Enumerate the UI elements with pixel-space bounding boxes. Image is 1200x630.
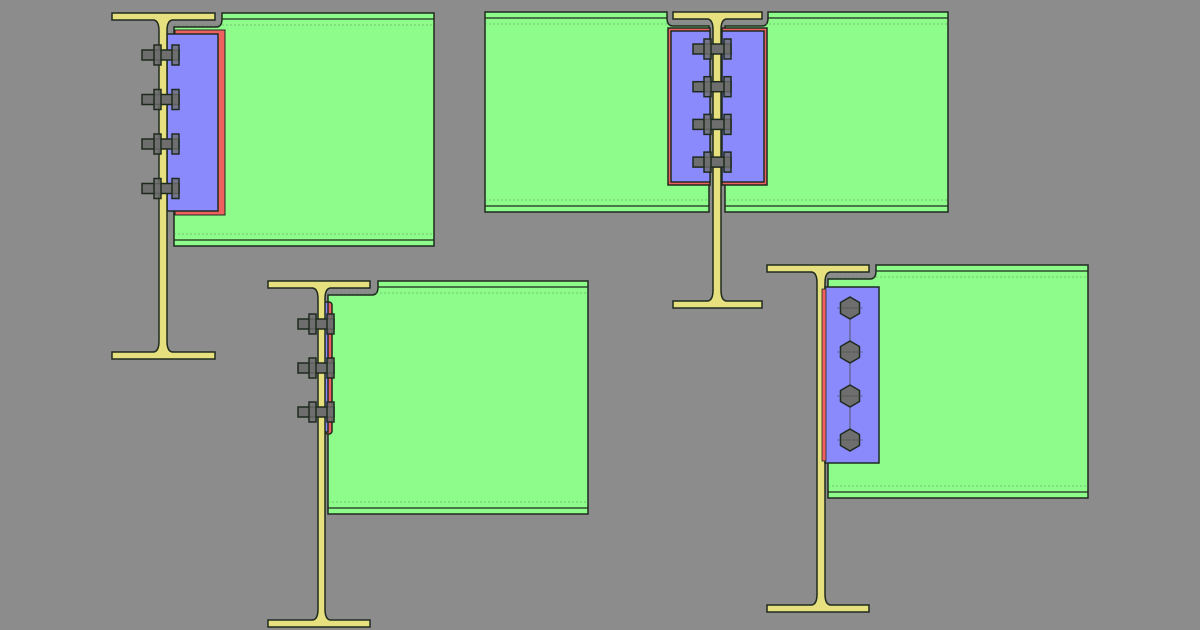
beam-elevation [724, 11, 949, 213]
bolt-head [703, 38, 712, 60]
connection-shear-tab [766, 264, 1089, 613]
bolt-nut [723, 113, 732, 136]
bolt-head [308, 357, 317, 379]
column-section [267, 280, 371, 628]
bolt-nut [723, 151, 732, 173]
column-section [766, 264, 870, 613]
bolt-head [308, 313, 317, 335]
bolt-head [703, 151, 712, 173]
bolt-head [153, 44, 162, 66]
beam-elevation [827, 264, 1089, 499]
bolt-nut [326, 401, 335, 423]
bolt-head [703, 75, 712, 98]
bolt-head [308, 401, 317, 423]
bolt-head [703, 113, 712, 136]
connection-two-sided [484, 11, 949, 309]
connection-double-angle [111, 12, 435, 360]
bolt-nut [171, 44, 180, 66]
bolt-nut [723, 75, 732, 98]
bolt-nut [723, 38, 732, 60]
bolt-head [153, 177, 162, 200]
bolt-nut [171, 133, 180, 155]
bolt-nut [171, 177, 180, 200]
bolt-head [153, 88, 162, 111]
weld [821, 288, 827, 462]
beam-elevation [173, 12, 435, 247]
connection-single-angle [267, 280, 589, 628]
bolt-nut [326, 357, 335, 379]
bolt-nut [171, 88, 180, 111]
bolt-head [153, 133, 162, 155]
beam-elevation [327, 280, 589, 515]
bolt-nut [326, 313, 335, 335]
